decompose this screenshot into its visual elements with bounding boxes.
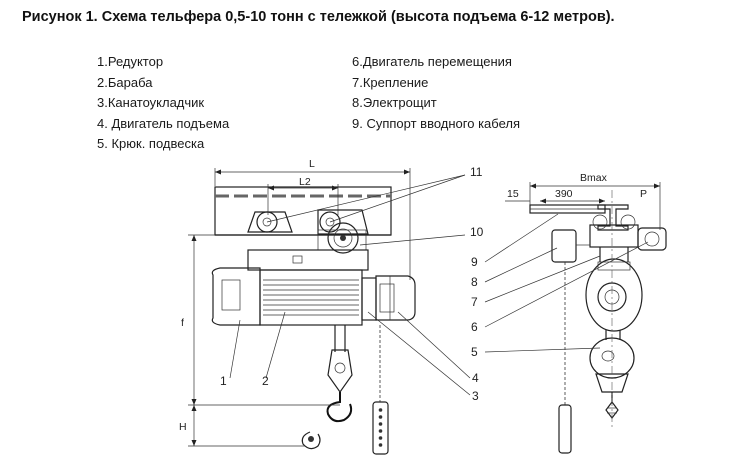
dim-l2-label: L2 [299, 176, 311, 188]
dim-15-label: 15 [507, 188, 519, 200]
legend-item-control-panel: 8.Электрощит [352, 95, 437, 110]
travel-motor [637, 227, 667, 251]
legend-item-reducer: 1.Редуктор [97, 54, 164, 69]
legend-item-drum: 2.Бараба [97, 74, 153, 90]
reducer [211, 267, 261, 326]
hook-block [327, 349, 353, 394]
callout-1: 1 [220, 374, 227, 388]
drum-rope-wind [263, 279, 359, 316]
callout-8: 8 [471, 275, 478, 289]
beam-section [597, 204, 629, 231]
control-panel [551, 229, 577, 263]
dim-bmax-label: Bmax [580, 172, 608, 184]
travel-gear [327, 222, 359, 254]
pendant-control-side [558, 404, 572, 454]
side-view: Bmax 390 15 P [471, 172, 667, 454]
dim-p-label: P [640, 188, 647, 200]
callout-2: 2 [262, 374, 269, 388]
legend-item-lift-motor: 4. Двигатель подъема [97, 115, 230, 131]
dim-h-label: H [179, 421, 187, 433]
dim-f-label: f [181, 317, 184, 329]
callout-11: 11 [470, 165, 483, 179]
hoist-body-side [585, 258, 643, 332]
callout-9: 9 [471, 255, 478, 269]
legend-right: 6.Двигатель перемещения 7.Крепление 8.Эл… [352, 52, 520, 134]
legend-item-cable-support: 9. Суппорт вводного кабеля [352, 115, 520, 131]
wheel-right [319, 211, 341, 233]
legend-item-travel-motor: 6.Двигатель перемещения [352, 54, 512, 69]
legend-item-hook-block: 5. Крюк. подвеска [97, 136, 205, 151]
callout-5: 5 [471, 345, 478, 359]
lift-motor [375, 275, 416, 321]
legend-item-mounting: 7.Крепление [352, 74, 429, 90]
dim-l-label: L [309, 158, 315, 170]
beam [214, 186, 392, 236]
figure-title: Рисунок 1. Схема тельфера 0,5-10 тонн с … [22, 9, 615, 25]
dim-390-label: 390 [555, 188, 573, 200]
callout-7: 7 [471, 295, 478, 309]
callout-3: 3 [472, 389, 479, 403]
callout-10: 10 [470, 225, 484, 239]
callout-4: 4 [472, 371, 479, 385]
legend-left: 1.Редуктор 2.Бараба 3.Канатоукладчик 4. … [97, 52, 229, 155]
drum [259, 269, 363, 326]
front-view: L L2 [179, 158, 484, 455]
hook [326, 392, 353, 423]
pendant-control [372, 401, 389, 455]
callout-6: 6 [471, 320, 478, 334]
legend-item-rope-guide: 3.Канатоукладчик [97, 95, 205, 110]
